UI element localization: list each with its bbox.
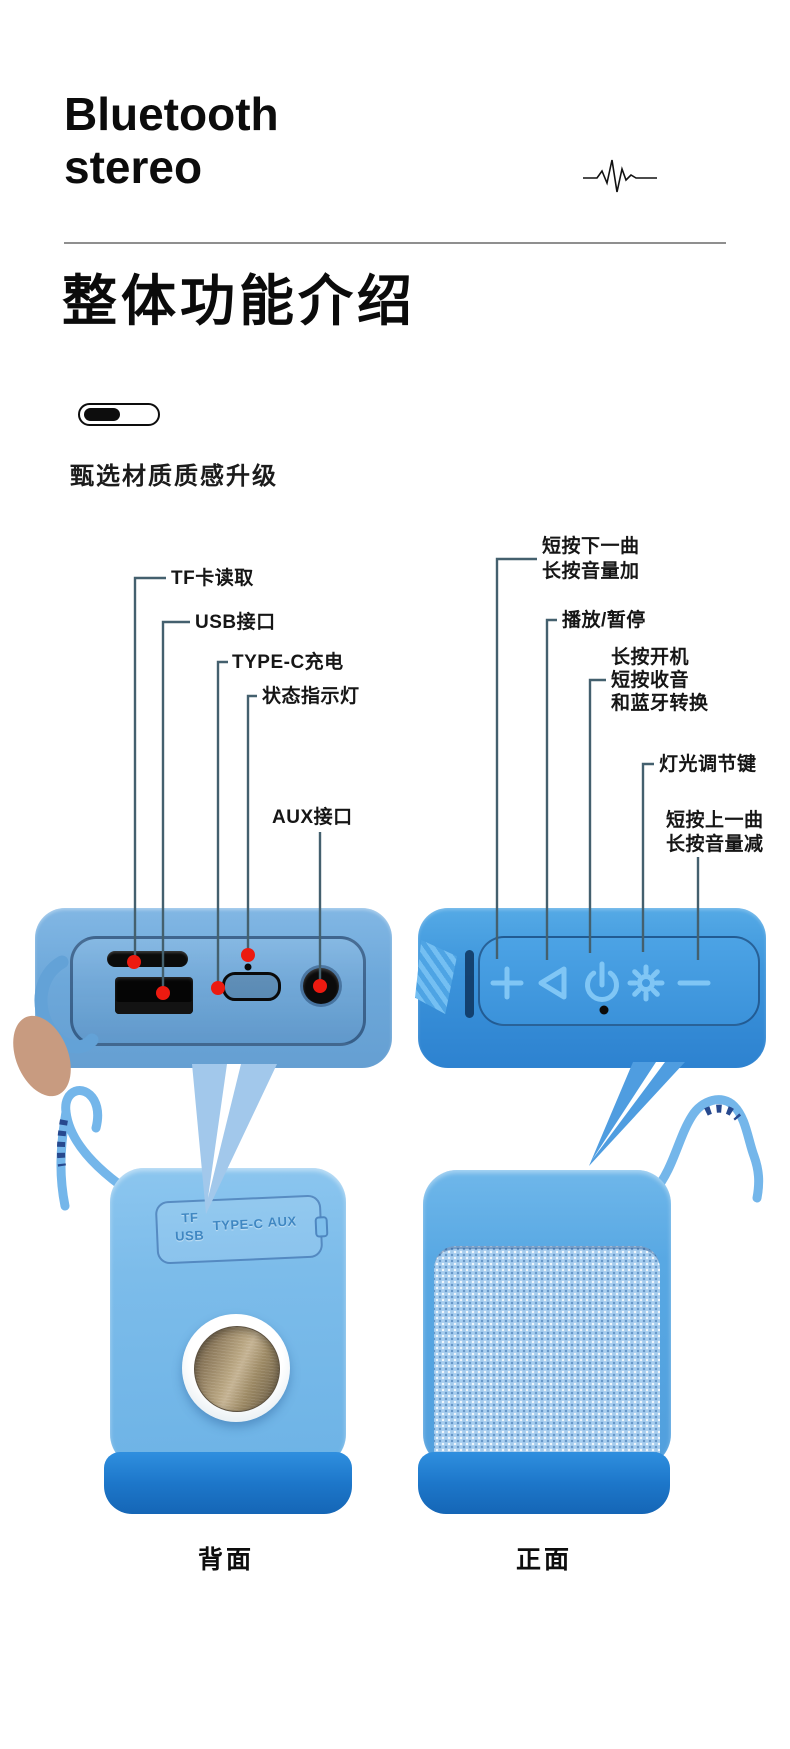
front-buttons-zoom-panel — [415, 908, 766, 1068]
front-caption: 正面 — [515, 1546, 572, 1574]
tf-card-slot — [107, 951, 188, 967]
label-tf-card: TF卡读取 — [171, 568, 254, 589]
label-line: 短按上一曲 — [666, 810, 764, 831]
label-usb: USB接口 — [195, 612, 276, 633]
annotation-line — [133, 576, 166, 958]
back-product-base — [104, 1452, 352, 1514]
label-prev-track: 短按上一曲 长按音量减 — [666, 809, 764, 857]
front-lanyard-cord — [649, 1095, 764, 1203]
front-panel-tail-split — [592, 1062, 665, 1160]
back-lanyard-beads — [56, 1119, 68, 1167]
plus-button-icon — [490, 966, 524, 1000]
label-next-track: 短按下一曲 长按音量加 — [542, 534, 640, 584]
embossed-typec-label: TYPE-C — [212, 1215, 264, 1234]
front-product-photo — [423, 1170, 671, 1471]
front-product-base — [418, 1452, 670, 1514]
label-line: 短按收音 — [611, 670, 690, 691]
light-icon — [637, 974, 655, 992]
label-line: 和蓝牙转换 — [611, 693, 709, 714]
label-line: 长按音量减 — [666, 834, 764, 855]
play-triangle-icon — [538, 966, 567, 1000]
light-icon-rays — [627, 964, 665, 1002]
label-play-pause: 播放/暂停 — [562, 610, 646, 631]
back-lanyard-tail — [56, 1107, 71, 1211]
back-caption: 背面 — [197, 1546, 254, 1574]
strap-detail — [415, 940, 457, 1014]
button-icons — [490, 961, 711, 1015]
strap-groove — [465, 950, 474, 1018]
speaker-mesh — [434, 1246, 660, 1471]
type-c-port — [222, 972, 281, 1001]
divider-line — [64, 242, 726, 244]
section-heading: 整体功能介绍 — [62, 270, 417, 332]
speaker-ring — [182, 1314, 290, 1422]
embossed-usb-label: USB — [174, 1227, 205, 1244]
title-line2: stereo — [64, 141, 203, 193]
mic-hole — [599, 1005, 609, 1015]
aux-jack — [303, 968, 339, 1004]
embossed-aux-label: AUX — [267, 1213, 297, 1230]
label-line: 长按音量加 — [542, 561, 640, 582]
toggle-graphic — [78, 403, 160, 426]
strip-notch — [314, 1216, 329, 1238]
page-title: Bluetooth stereo — [64, 88, 279, 194]
front-panel-tail — [589, 1062, 685, 1166]
title-line1: Bluetooth — [64, 88, 279, 140]
power-icon — [585, 961, 619, 1002]
heartbeat-icon — [583, 159, 657, 193]
label-aux: AUX接口 — [272, 807, 353, 828]
label-light-adjust: 灯光调节键 — [659, 754, 757, 775]
embossed-tf-label: TF — [181, 1209, 199, 1226]
port-label-strip: TF USB TYPE-C AUX — [154, 1194, 329, 1265]
label-line: 长按开机 — [611, 647, 690, 668]
usb-a-port — [115, 977, 193, 1014]
front-lanyard-beads — [704, 1104, 742, 1121]
speaker-driver — [194, 1326, 280, 1412]
annotation-line — [495, 557, 537, 959]
section-subheading: 甄选材质质感升级 — [70, 463, 278, 490]
label-status-light: 状态指示灯 — [262, 686, 360, 707]
label-line: 短按下一曲 — [542, 536, 640, 557]
label-power: 长按开机 短按收音 和蓝牙转换 — [611, 646, 709, 715]
back-product-photo: TF USB TYPE-C AUX — [110, 1168, 346, 1468]
back-ports-zoom-panel — [35, 908, 392, 1068]
label-type-c: TYPE-C充电 — [232, 652, 344, 673]
button-strip — [478, 936, 760, 1026]
toggle-knob — [84, 408, 120, 421]
